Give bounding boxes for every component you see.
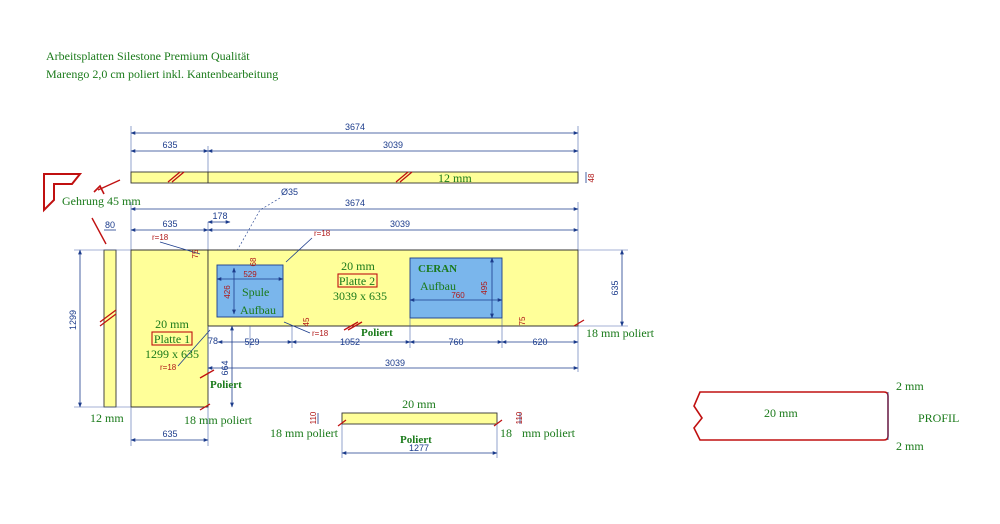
profile-top-radius: 2 mm: [896, 379, 924, 393]
small-piece-right-label-a: 18: [500, 426, 512, 440]
edge-label-bottom: 18 mm poliert: [184, 413, 253, 427]
small-piece: [341, 412, 498, 425]
row-3039-dim: 3039: [385, 358, 405, 368]
top-strip: [130, 171, 579, 184]
miter-arrow: [93, 184, 105, 195]
strip-total-dim: 3674: [345, 122, 365, 132]
platte1-size: 1299 x 635: [145, 347, 199, 361]
ceran-label-1: CERAN: [418, 263, 457, 275]
top-strip-end-dim: 48: [587, 173, 596, 182]
hole-leader: [233, 197, 281, 257]
radius-label-top-left: r=18: [152, 233, 169, 242]
main-left-dim: 635: [162, 219, 177, 229]
platte1-bottom-dim: 635: [162, 429, 177, 439]
small-piece-thickness: 20 mm: [402, 397, 436, 411]
small-piece-left-label: 18 mm poliert: [270, 426, 339, 440]
miter-label: Gehrung 45 mm: [62, 194, 141, 208]
ceran-right-dim: 75: [518, 316, 527, 325]
header-title: Arbeitsplatten Silestone Premium Qualitä…: [46, 49, 250, 63]
small-piece-right-dim: 110: [515, 411, 524, 424]
sink-height-dim: 426: [223, 285, 232, 299]
row-529-dim: 529: [244, 337, 259, 347]
row-760-dim: 760: [448, 337, 463, 347]
poliert-label-b: Poliert: [210, 379, 242, 391]
ceran-label-2: Aufbau: [420, 279, 456, 293]
sink-label-1: Spule: [242, 285, 269, 299]
platte1-name: Platte 1: [154, 332, 190, 346]
edge-label-right: 18 mm poliert: [586, 326, 655, 340]
sink-cutout: [216, 264, 284, 318]
sink-width-dim: 529: [243, 270, 257, 279]
main-total-dim: 3674: [345, 198, 365, 208]
profile-bottom-radius: 2 mm: [896, 439, 924, 453]
header-material: Marengo 2,0 cm poliert inkl. Kantenbearb…: [46, 67, 278, 81]
radius-label-corner: r=18: [160, 363, 177, 372]
ceran-width-dim: 760: [451, 291, 465, 300]
sink-label-2: Aufbau: [240, 303, 276, 317]
side-strip-thickness: 12 mm: [90, 411, 124, 425]
small-piece-right-label-b: mm poliert: [522, 426, 576, 440]
small-piece-width-dim: 1277: [409, 443, 429, 453]
strip-left-dim: 635: [162, 140, 177, 150]
miter-arrow-2: [91, 217, 107, 245]
platte2-height-dim: 635: [610, 280, 620, 295]
profile-thickness: 20 mm: [764, 406, 798, 420]
platte2-thickness: 20 mm: [341, 259, 375, 273]
poliert-label-a: Poliert: [361, 327, 393, 339]
sink-below-dim: 664: [220, 360, 230, 375]
sink-bottom-left-dim: 45: [302, 317, 311, 326]
row-1052-dim: 1052: [340, 337, 360, 347]
platte2-size: 3039 x 635: [333, 289, 387, 303]
sink-top-dim: 68: [249, 257, 258, 266]
ceran-height-dim: 495: [480, 281, 489, 295]
sink-left-dim: 78: [208, 336, 218, 346]
width-80-dim: 80: [105, 220, 115, 230]
platte2-name: Platte 2: [339, 274, 375, 288]
main-right-dim: 3039: [390, 219, 410, 229]
side-strip: [103, 249, 117, 408]
radius-label-top-right: r=18: [314, 229, 331, 238]
row-620-dim: 620: [532, 337, 547, 347]
hole-dim: Ø35: [281, 187, 298, 197]
miter-symbol: [43, 173, 83, 213]
sink-offset-dim: 178: [212, 211, 227, 221]
small-piece-left-dim: 110: [309, 411, 318, 424]
strip-right-dim: 3039: [383, 140, 403, 150]
poliert-label-c: Poliert: [400, 434, 432, 446]
profile-label: PROFIL: [918, 411, 959, 425]
radius-label-bottom: r=18: [312, 329, 329, 338]
ceran-cutout: [409, 257, 503, 319]
platte1-height-dim: 1299: [68, 310, 78, 330]
top-strip-thickness: 12 mm: [438, 171, 472, 185]
sink-top-left-dim: 75: [191, 249, 200, 258]
platte1-thickness: 20 mm: [155, 317, 189, 331]
